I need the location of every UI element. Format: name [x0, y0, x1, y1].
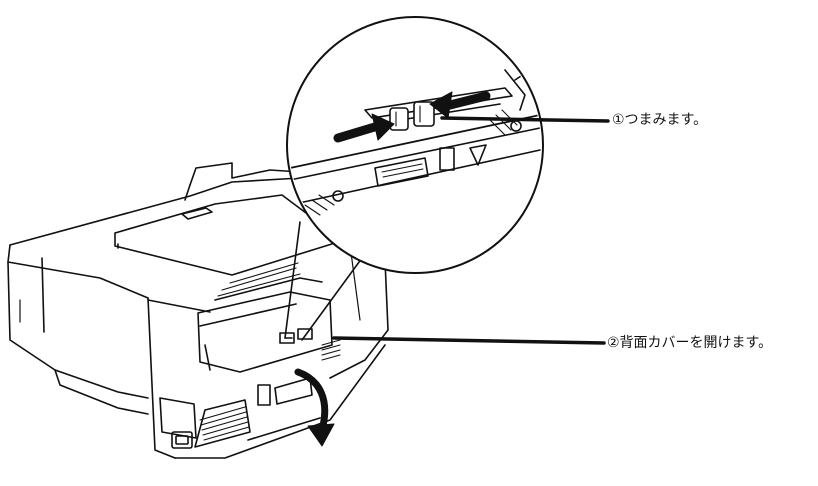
- open-direction-arrow: [294, 368, 335, 447]
- magnifier-connectors: [284, 221, 363, 341]
- callout-open-cover-label: ②背面カバーを開けます。: [607, 335, 773, 351]
- magnified-detail: [286, 16, 544, 274]
- rear-cover: [197, 262, 341, 406]
- callout-squeeze-label: ①つまみます。: [612, 112, 708, 128]
- leader-line-1: [440, 116, 610, 123]
- leader-line-2: [332, 336, 606, 345]
